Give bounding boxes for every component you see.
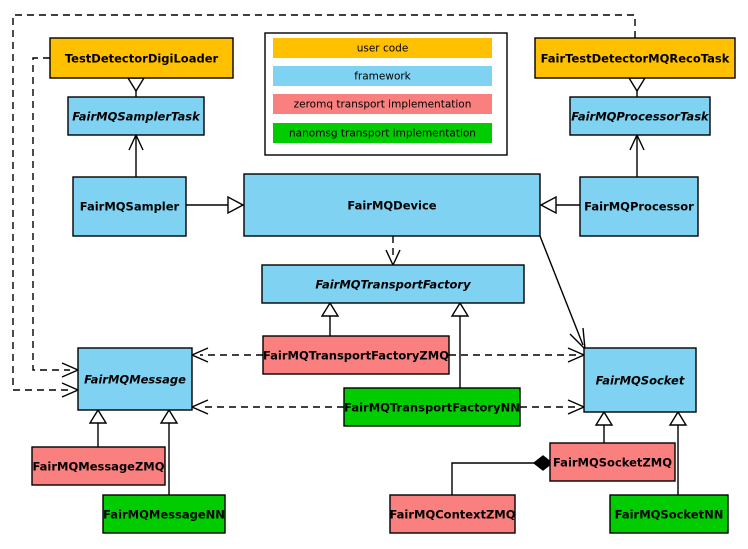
edge-device-to-socket [539, 235, 584, 346]
arrowhead-triangle-messagenn-message [159, 408, 179, 424]
legend-swatch-user-code [273, 38, 492, 58]
arrowhead-triangle-tfzmq-transportfactory [320, 301, 340, 317]
legend-swatch-zeromq [273, 94, 492, 114]
legend-item-zeromq: zeromq transport implementation [273, 94, 492, 114]
node-TestDetectorDigiLoader[interactable]: TestDetectorDigiLoader [49, 37, 234, 79]
node-FairMQSamplerTask[interactable]: FairMQSamplerTask [67, 96, 205, 136]
diamond-composition-socketzmq [532, 455, 554, 471]
legend-swatch-framework [273, 66, 492, 86]
node-FairMQSocketZMQ[interactable]: FairMQSocketZMQ [549, 442, 676, 482]
node-FairMQDevice[interactable]: FairMQDevice [243, 173, 541, 237]
node-FairMQSocketNN[interactable]: FairMQSocketNN [609, 494, 729, 534]
legend: user code framework zeromq transport imp… [264, 32, 508, 156]
legend-item-framework: framework [273, 66, 492, 86]
node-FairMQProcessor[interactable]: FairMQProcessor [579, 176, 699, 237]
node-FairMQTransportFactoryZMQ[interactable]: FairMQTransportFactoryZMQ [262, 335, 450, 375]
arrowhead-triangle-processortask-recotask [627, 77, 647, 93]
node-FairMQProcessorTask[interactable]: FairMQProcessorTask [569, 96, 711, 136]
legend-swatch-nanomsg [273, 123, 492, 143]
node-FairMQMessage[interactable]: FairMQMessage [77, 347, 193, 411]
arrowhead-triangle-processor-device [539, 195, 557, 215]
legend-item-nanomsg: nanomsg transport implementation [273, 123, 492, 143]
edge-contextzmq-to-socketzmq [451, 462, 534, 495]
edge-digiloader-to-message [32, 57, 70, 371]
node-FairMQContextZMQ[interactable]: FairMQContextZMQ [389, 494, 516, 534]
legend-item-user-code: user code [273, 38, 492, 58]
arrowhead-triangle-sampler-device [227, 195, 245, 215]
arrowhead-triangle-messagezmq-message [88, 408, 108, 424]
arrowhead-triangle-socketzmq-socket [594, 410, 614, 426]
node-FairMQMessageZMQ[interactable]: FairMQMessageZMQ [31, 446, 166, 486]
arrowhead-triangle-socketnn-socket [668, 410, 688, 426]
node-FairMQMessageNN[interactable]: FairMQMessageNN [102, 494, 226, 534]
edge-recotask-to-message [12, 14, 636, 391]
node-FairMQTransportFactoryNN[interactable]: FairMQTransportFactoryNN [343, 387, 521, 427]
arrowhead-triangle-tfnn-transportfactory [450, 301, 470, 317]
node-FairMQSampler[interactable]: FairMQSampler [72, 176, 187, 237]
node-FairTestDetectorMQRecoTask[interactable]: FairTestDetectorMQRecoTask [534, 37, 736, 79]
node-FairMQTransportFactory[interactable]: FairMQTransportFactory [261, 264, 525, 304]
arrowhead-triangle-samplertask-digiloader [126, 77, 146, 93]
node-FairMQSocket[interactable]: FairMQSocket [583, 347, 697, 413]
